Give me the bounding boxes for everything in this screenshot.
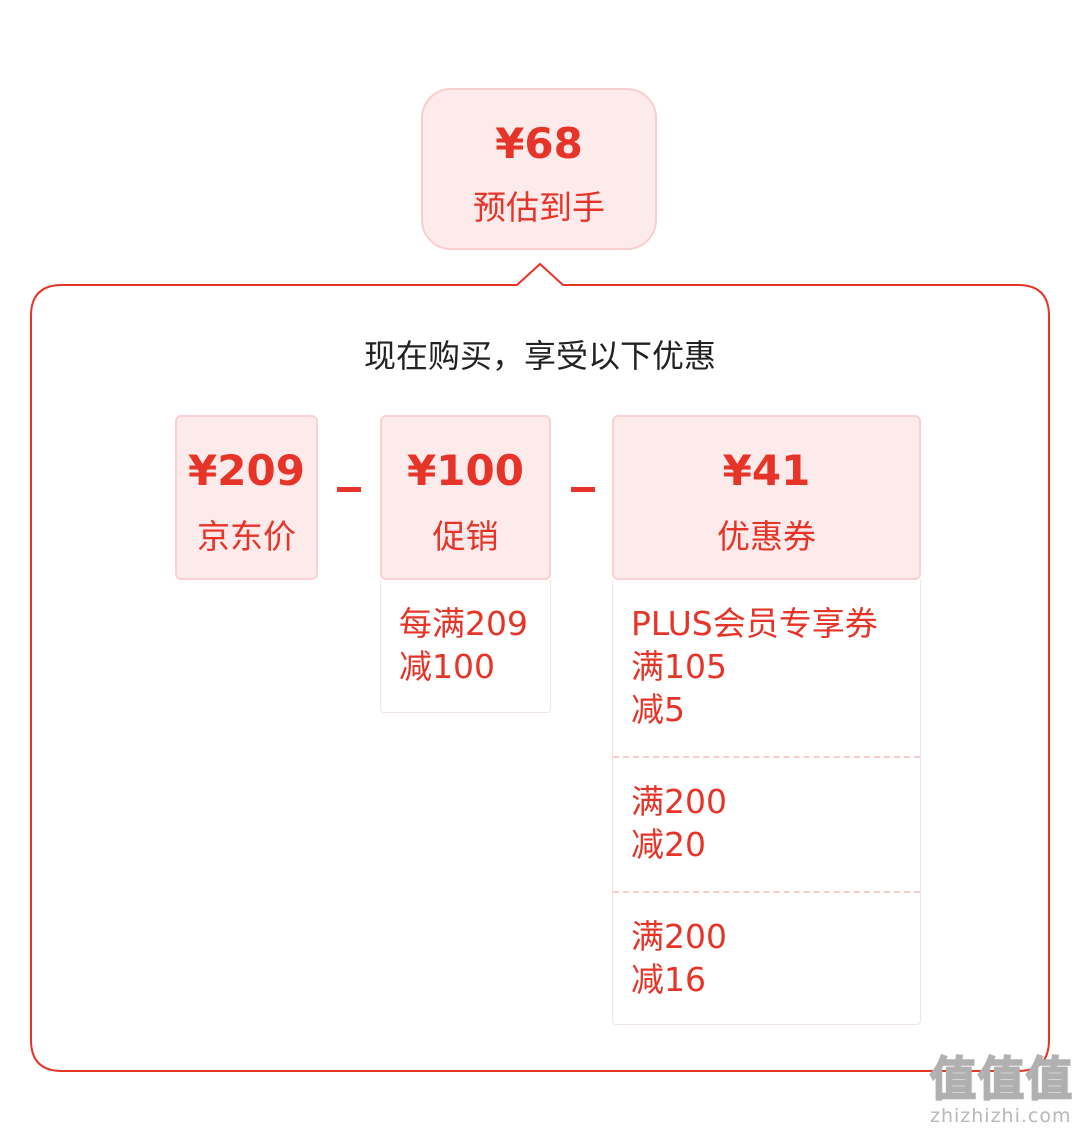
coupon-detail-item: 满200 减16 bbox=[613, 891, 920, 1024]
estimated-price-bubble: ¥68 预估到手 bbox=[421, 88, 657, 250]
watermark-logo-glyph: 值 bbox=[929, 1052, 977, 1106]
promotion-label: 促销 bbox=[432, 517, 499, 556]
promotion-box: ¥100 促销 bbox=[380, 415, 551, 580]
promotion-amount: ¥100 bbox=[407, 446, 524, 495]
coupon-detail-list: PLUS会员专享券 满105 减5 满200 减20 满200 减16 bbox=[612, 580, 921, 1025]
minus-sign bbox=[337, 487, 361, 492]
coupon-amount: ¥41 bbox=[722, 446, 811, 495]
estimated-price: ¥68 bbox=[495, 119, 583, 168]
coupon-box: ¥41 优惠券 bbox=[612, 415, 921, 580]
watermark-logo-glyph: 值 bbox=[977, 1052, 1025, 1106]
jd-price-amount: ¥209 bbox=[188, 446, 305, 495]
jd-price-box: ¥209 京东价 bbox=[175, 415, 318, 580]
coupon-label: 优惠券 bbox=[717, 517, 816, 556]
panel-outline bbox=[30, 262, 1050, 1072]
discount-headline: 现在购买，享受以下优惠 bbox=[363, 337, 716, 375]
promotion-detail-list: 每满209 减100 bbox=[380, 580, 551, 713]
watermark-logo-glyph: 值 bbox=[1025, 1052, 1073, 1106]
estimated-price-label: 预估到手 bbox=[473, 188, 605, 227]
jd-price-label: 京东价 bbox=[197, 517, 296, 556]
watermark-url: zhizhizhi.com bbox=[930, 1105, 1072, 1127]
promotion-detail-item: 每满209 减100 bbox=[399, 604, 528, 686]
coupon-detail-item: PLUS会员专享券 满105 减5 bbox=[631, 604, 878, 729]
coupon-detail-item: 满200 减20 bbox=[613, 756, 920, 891]
minus-sign bbox=[571, 487, 595, 492]
